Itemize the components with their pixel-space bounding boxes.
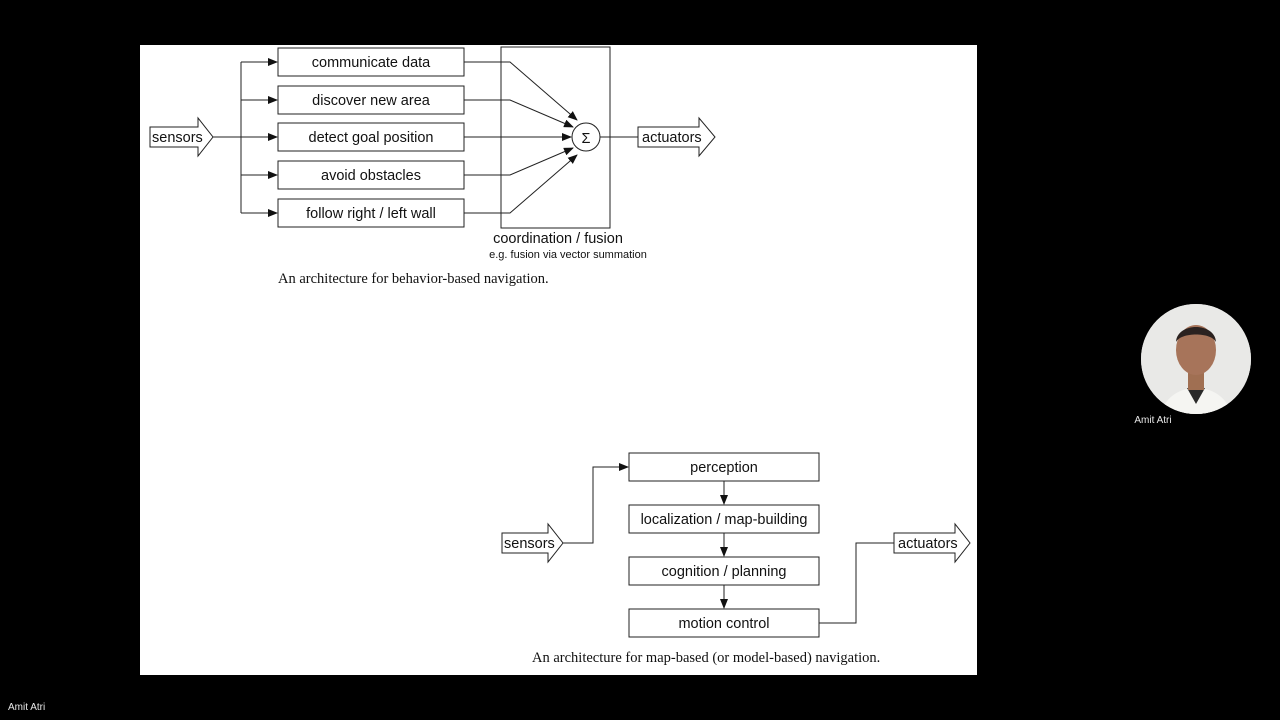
behavior-label: detect goal position (309, 130, 434, 146)
speaker-name-label: Amit Atri (1134, 415, 1172, 426)
behavior-box-avoid: avoid obstacles (277, 160, 465, 190)
caption-behavior-based: An architecture for behavior-based navig… (278, 271, 549, 287)
sensors-label-2: sensors (504, 536, 555, 552)
behavior-box-discover: discover new area (277, 85, 465, 115)
behavior-box-communicate: communicate data (277, 47, 465, 77)
stage-label: cognition / planning (662, 564, 787, 580)
stage-box-cognition: cognition / planning (628, 556, 820, 586)
fanout-lines (213, 58, 278, 217)
sum-node: Σ (571, 122, 601, 152)
motion-to-actuators-line (819, 542, 894, 624)
stage-label: perception (690, 460, 758, 476)
behavior-based-diagram: sensors communicate data discover new ar… (149, 46, 716, 287)
speaker-avatar-icon (1141, 304, 1251, 414)
behavior-label: follow right / left wall (306, 206, 436, 222)
shared-slide: sensors communicate data discover new ar… (140, 45, 977, 675)
coordination-label: coordination / fusion (493, 231, 623, 247)
sensors-to-perception-line (563, 463, 629, 544)
architecture-diagrams: sensors communicate data discover new ar… (149, 46, 971, 666)
actuators-label-1: actuators (642, 130, 702, 146)
sensors-arrow-1: sensors (149, 116, 214, 158)
behavior-box-follow-wall: follow right / left wall (277, 198, 465, 228)
caption-map-based: An architecture for map-based (or model-… (532, 650, 880, 666)
map-based-diagram: sensors perception localization / map-bu… (501, 452, 971, 666)
actuators-label-2: actuators (898, 536, 958, 552)
actuators-arrow-2: actuators (893, 522, 971, 564)
actuators-arrow-1: actuators (637, 116, 716, 158)
behavior-box-detect-goal: detect goal position (277, 122, 465, 152)
sigma-symbol: Σ (582, 131, 591, 147)
stage-label: motion control (678, 616, 769, 632)
behavior-label: avoid obstacles (321, 168, 421, 184)
converging-lines (464, 61, 578, 214)
self-name-label: Amit Atri (8, 702, 46, 713)
sensors-arrow-2: sensors (501, 522, 564, 564)
stage-label: localization / map-building (641, 512, 808, 528)
speaker-video-tile[interactable] (1141, 304, 1251, 414)
stage-box-localization: localization / map-building (628, 504, 820, 534)
behavior-label: discover new area (312, 93, 431, 109)
behavior-label: communicate data (312, 55, 431, 71)
coordination-sublabel: e.g. fusion via vector summation (489, 249, 647, 261)
sensors-label-1: sensors (152, 130, 203, 146)
stage-box-motion-control: motion control (628, 608, 820, 638)
stage-box-perception: perception (628, 452, 820, 482)
